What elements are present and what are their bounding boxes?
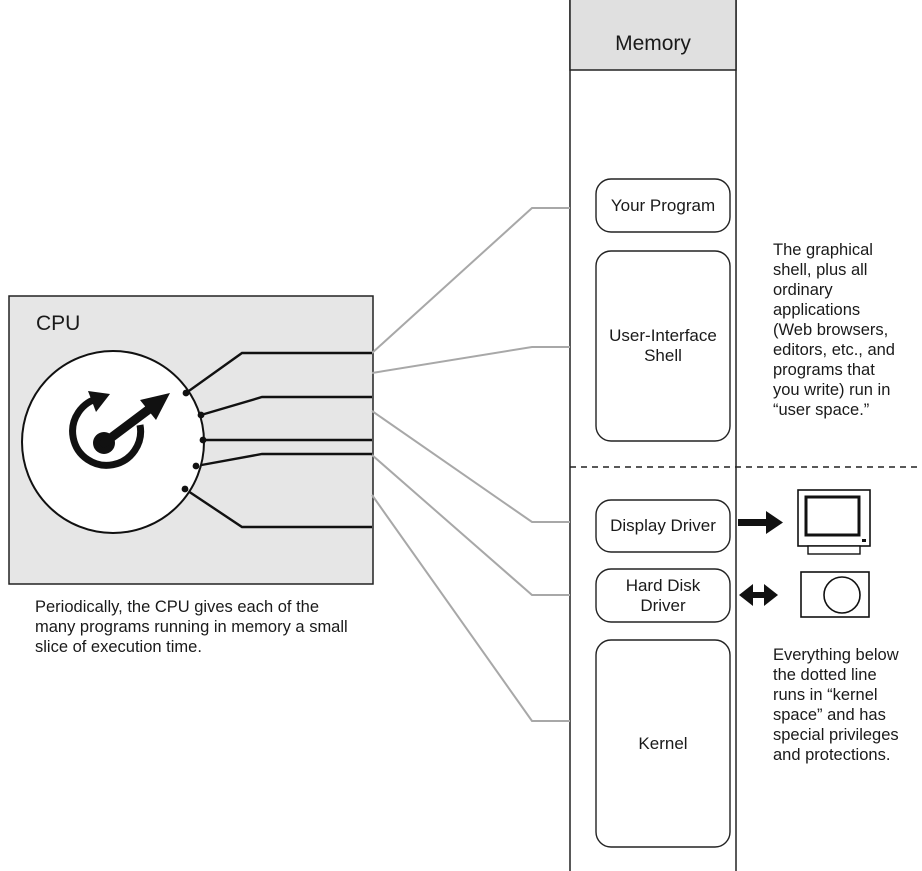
gray-connectors	[371, 207, 570, 722]
user-space-note: The graphical shell, plus all ordinary a…	[773, 241, 895, 419]
your-program-label: Your Program	[610, 195, 716, 215]
block-display-driver	[595, 499, 731, 553]
hard-disk-driver-label: Hard Disk Driver	[625, 575, 701, 615]
display-driver-label: Display Driver	[610, 516, 716, 535]
connector-hard-disk	[371, 454, 570, 596]
double-arrow-icon	[739, 584, 778, 606]
connector-ui-shell	[371, 346, 570, 374]
ui-shell-label: User-Interface Shell	[609, 326, 717, 365]
dark-connector-5	[184, 488, 372, 529]
memory-header	[569, 0, 737, 71]
block-kernel	[595, 639, 731, 848]
block-hard-disk-driver	[595, 568, 731, 623]
monitor-icon	[797, 489, 871, 555]
cpu-label: CPU	[36, 312, 81, 335]
connector-your-program	[371, 207, 570, 354]
dial-connection-dots	[181, 389, 207, 493]
kernel-label: Kernel	[638, 733, 688, 753]
right-arrow-icon	[738, 511, 783, 534]
circular-arrow-dial-icon	[69, 391, 170, 469]
connector-display-driver	[371, 410, 570, 523]
dark-connector-2	[200, 395, 372, 417]
dark-connectors	[184, 351, 372, 529]
dark-connector-4	[195, 452, 372, 468]
cpu-caption: Periodically, the CPU gives each of the …	[35, 598, 348, 656]
memory-header-label: Memory	[615, 32, 691, 55]
block-your-program	[595, 178, 731, 233]
connector-kernel	[371, 494, 570, 722]
dark-connector-1	[185, 351, 372, 394]
kernel-space-note: Everything below the dotted line runs in…	[773, 646, 899, 764]
hard-disk-icon	[800, 571, 870, 618]
block-ui-shell	[595, 250, 731, 442]
